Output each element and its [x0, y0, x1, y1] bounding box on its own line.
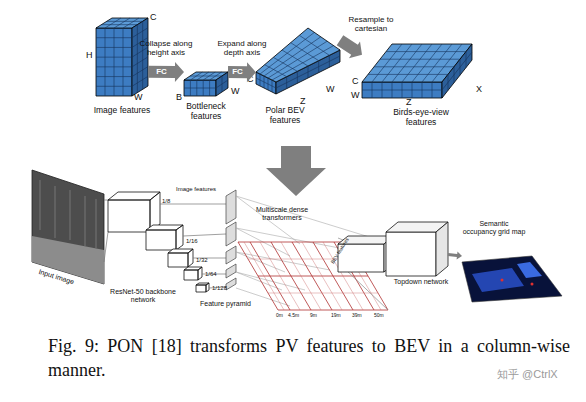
node-shape	[336, 222, 448, 276]
block-arrow	[337, 35, 362, 58]
block-face	[436, 222, 448, 276]
annotation-label: X	[476, 84, 482, 94]
node-label: Semantic occupancy grid map	[462, 220, 526, 236]
node-shape	[362, 44, 472, 98]
block-arrow	[148, 62, 184, 82]
annotation-label: 4.5m	[288, 313, 299, 319]
edge-label: FC	[232, 68, 243, 77]
node-shape	[184, 72, 228, 96]
grid-lines	[362, 44, 472, 98]
block-face	[256, 28, 340, 82]
annotation-label: 0m	[276, 313, 283, 319]
map-region	[472, 268, 524, 292]
node-shape	[462, 256, 562, 302]
network-block: Topdown network	[336, 222, 448, 276]
node-label: Topdown network	[386, 278, 456, 286]
annotation-label: H	[86, 50, 93, 60]
input-image	[32, 170, 104, 284]
annotation-label: W	[326, 84, 335, 94]
grid-lines	[184, 72, 228, 96]
map-region	[517, 262, 542, 278]
annotation-label: Expand along depth axis	[214, 40, 270, 58]
grid-lines	[96, 18, 148, 96]
annotation-label: C	[352, 76, 359, 86]
feature-pyramid	[226, 190, 236, 290]
annotation-label: C	[150, 12, 157, 22]
connector-line	[104, 200, 108, 262]
map-object	[501, 279, 504, 282]
resnet-stage	[146, 225, 183, 250]
annotation-label: Z	[406, 97, 412, 107]
connector-line	[338, 238, 388, 310]
annotation-label: C	[247, 74, 254, 84]
annotation-label: 19m	[331, 313, 341, 319]
annotation-label: 1/64	[205, 271, 217, 278]
annotation-label: Resample to cartesian	[336, 16, 406, 34]
annotation-label: 9m	[310, 313, 317, 319]
annotation-label: Multiscale dense transformers	[250, 206, 314, 222]
grid-lines	[256, 32, 340, 92]
node-label: Bottleneck features	[178, 102, 234, 121]
figure-caption: Fig. 9: PON [18] transforms PV features …	[48, 334, 570, 382]
edge-label: FC	[156, 67, 167, 76]
block-face	[386, 232, 436, 276]
annotation-label: Collapse along height axis	[138, 40, 194, 58]
annotation-label: 50m	[374, 313, 384, 319]
block-arrow	[448, 251, 462, 259]
annotation-label: 1/32	[196, 257, 208, 264]
annotation-label: 39m	[352, 313, 362, 319]
annotation-label: 知乎 @CtrlX	[497, 368, 558, 380]
transformer-line	[236, 196, 392, 306]
occupancy-map: Semantic occupancy grid map	[462, 256, 562, 302]
block-face	[132, 18, 148, 96]
map-object	[531, 283, 534, 286]
annotation-label: 1/16	[186, 238, 198, 245]
bev-grid	[238, 242, 388, 310]
node-label: Polar BEV features	[250, 106, 320, 125]
annotation-label: 1/128	[212, 285, 227, 292]
node-label: Image features	[74, 106, 170, 116]
down-arrow	[266, 146, 326, 196]
image-detail	[40, 180, 96, 248]
annotation-label: Image features	[176, 186, 216, 193]
connector-line	[160, 204, 226, 288]
annotation-label: W	[351, 90, 360, 100]
annotation-label: W	[231, 86, 240, 96]
block-arrow	[228, 62, 256, 82]
resnet-stage	[168, 249, 193, 267]
feature-block: Birds-eye-view features	[362, 44, 472, 98]
node-label: Birds-eye-view features	[384, 108, 458, 127]
node-shape	[96, 18, 148, 96]
map-ground	[462, 256, 562, 302]
annotation-label: Z	[300, 96, 306, 106]
annotation-label: ResNet-50 backbone network	[106, 288, 180, 304]
feature-block: Image features	[96, 18, 148, 96]
annotation-label: Feature pyramid	[200, 300, 251, 308]
annotation-label: B	[176, 92, 182, 102]
feature-block: Bottleneck features	[184, 72, 228, 96]
annotation-label: 1/8	[162, 198, 170, 205]
resnet-stage	[184, 267, 202, 280]
annotation-label: W	[134, 92, 143, 102]
resnet-stage	[196, 283, 209, 292]
